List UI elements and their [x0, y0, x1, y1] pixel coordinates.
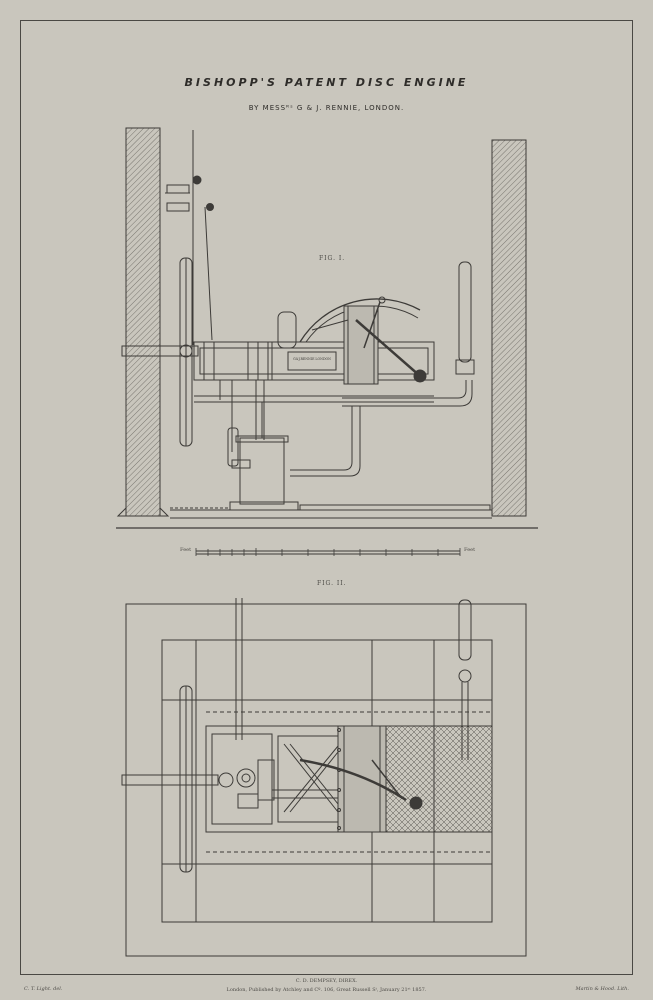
- fig1-elevation: G&J.RENNIE LONDON: [116, 127, 538, 529]
- fig1-label: FIG. I.: [319, 255, 346, 262]
- scale-right-label: Feet: [464, 547, 476, 553]
- footer-draughtsman: C. T. Light. del.: [24, 986, 63, 992]
- plate-border: [20, 20, 633, 975]
- plate-title: BISHOPP'S PATENT DISC ENGINE: [184, 76, 469, 89]
- footer-director: C. D. DEMPSEY, DIREX.: [295, 978, 358, 984]
- scale-bar: [195, 548, 461, 556]
- fig2-label: FIG. II.: [317, 580, 347, 587]
- plate-subtitle: BY MESSᴿˢ G & J. RENNIE, LONDON.: [248, 104, 405, 112]
- fig2-plan: [121, 598, 527, 957]
- maker-plate-text: G&J.RENNIE LONDON: [293, 357, 331, 361]
- footer-lithographer: Martin & Hood. Lith.: [575, 986, 629, 992]
- scale-left-label: Feet: [180, 547, 192, 553]
- footer-publisher: London, Published by Atchley and Cº. 106…: [226, 987, 427, 993]
